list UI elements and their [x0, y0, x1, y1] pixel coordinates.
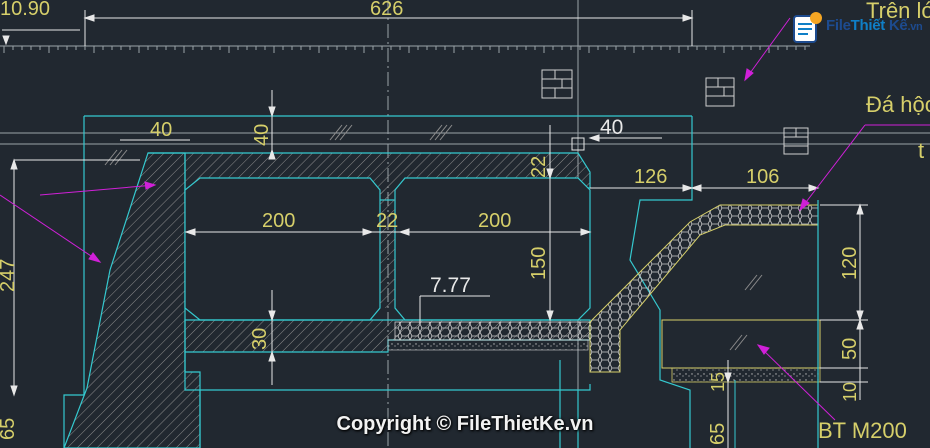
middle-web	[380, 190, 395, 308]
lean-concrete-right	[671, 367, 821, 383]
dim-right-120: 120	[839, 247, 861, 280]
dim-height-150: 150	[528, 247, 550, 280]
dim-box-right-top: 40	[600, 116, 623, 139]
snap-marker	[571, 137, 585, 151]
dim-right-15: 15	[708, 372, 728, 392]
stone-layer-bottom	[394, 321, 591, 341]
dim-top-left: 10.90	[0, 0, 50, 20]
dim-slab-bottom: 30	[249, 328, 271, 350]
base-outline	[184, 352, 591, 391]
label-tren-lop: Trên lớp	[866, 0, 930, 23]
dim-haunch-22: 22	[528, 156, 550, 178]
leader-arrows	[0, 17, 930, 421]
dim-wall-height: 247	[0, 259, 19, 292]
lean-concrete-layer	[387, 339, 589, 351]
dim-bottom-65-right: 65	[707, 423, 729, 445]
label-bt-m200: BT M200	[818, 418, 907, 443]
dim-box-width-right: 200	[478, 210, 511, 232]
box-cell-left	[184, 177, 381, 321]
logo-text-d: .vn	[907, 21, 923, 33]
logo-text: FileThiết Kế.vn	[826, 17, 923, 34]
dim-web-22: 22	[376, 210, 398, 232]
logo-text-c: Kế	[888, 17, 908, 34]
box-cell-right	[394, 177, 591, 321]
dim-right-50: 50	[839, 338, 861, 360]
logo-emblem-icon	[793, 12, 822, 43]
label-t-partial: t	[918, 138, 924, 163]
surface-hatch-marks	[104, 124, 763, 351]
dim-slope: 7.77	[430, 274, 471, 297]
dim-right-106: 106	[746, 166, 779, 188]
label-da-hoc: Đá hộc	[866, 92, 930, 117]
bt-m200-block	[661, 319, 821, 369]
dim-bottom-65-left: 65	[0, 418, 19, 440]
logo-text-b: Thiết	[850, 17, 886, 34]
dim-right-10: 10	[840, 382, 860, 402]
top-ruler	[0, 45, 810, 53]
dim-slab-top: 40	[251, 124, 273, 146]
filethietke-logo[interactable]: FileThiết Kế.vn	[790, 8, 925, 48]
logo-text-a: File	[826, 17, 851, 34]
stone-drain-slope	[589, 204, 819, 373]
copyright-watermark: Copyright © FileThietKe.vn	[336, 413, 594, 435]
dim-right-126: 126	[634, 166, 667, 188]
brick-symbols	[541, 69, 809, 155]
left-wall-outline	[63, 116, 85, 448]
dimension-lines	[2, 10, 868, 448]
dim-wall-top: 40	[150, 119, 172, 141]
dim-top-span: 626	[370, 0, 403, 20]
dim-box-width-left: 200	[262, 210, 295, 232]
